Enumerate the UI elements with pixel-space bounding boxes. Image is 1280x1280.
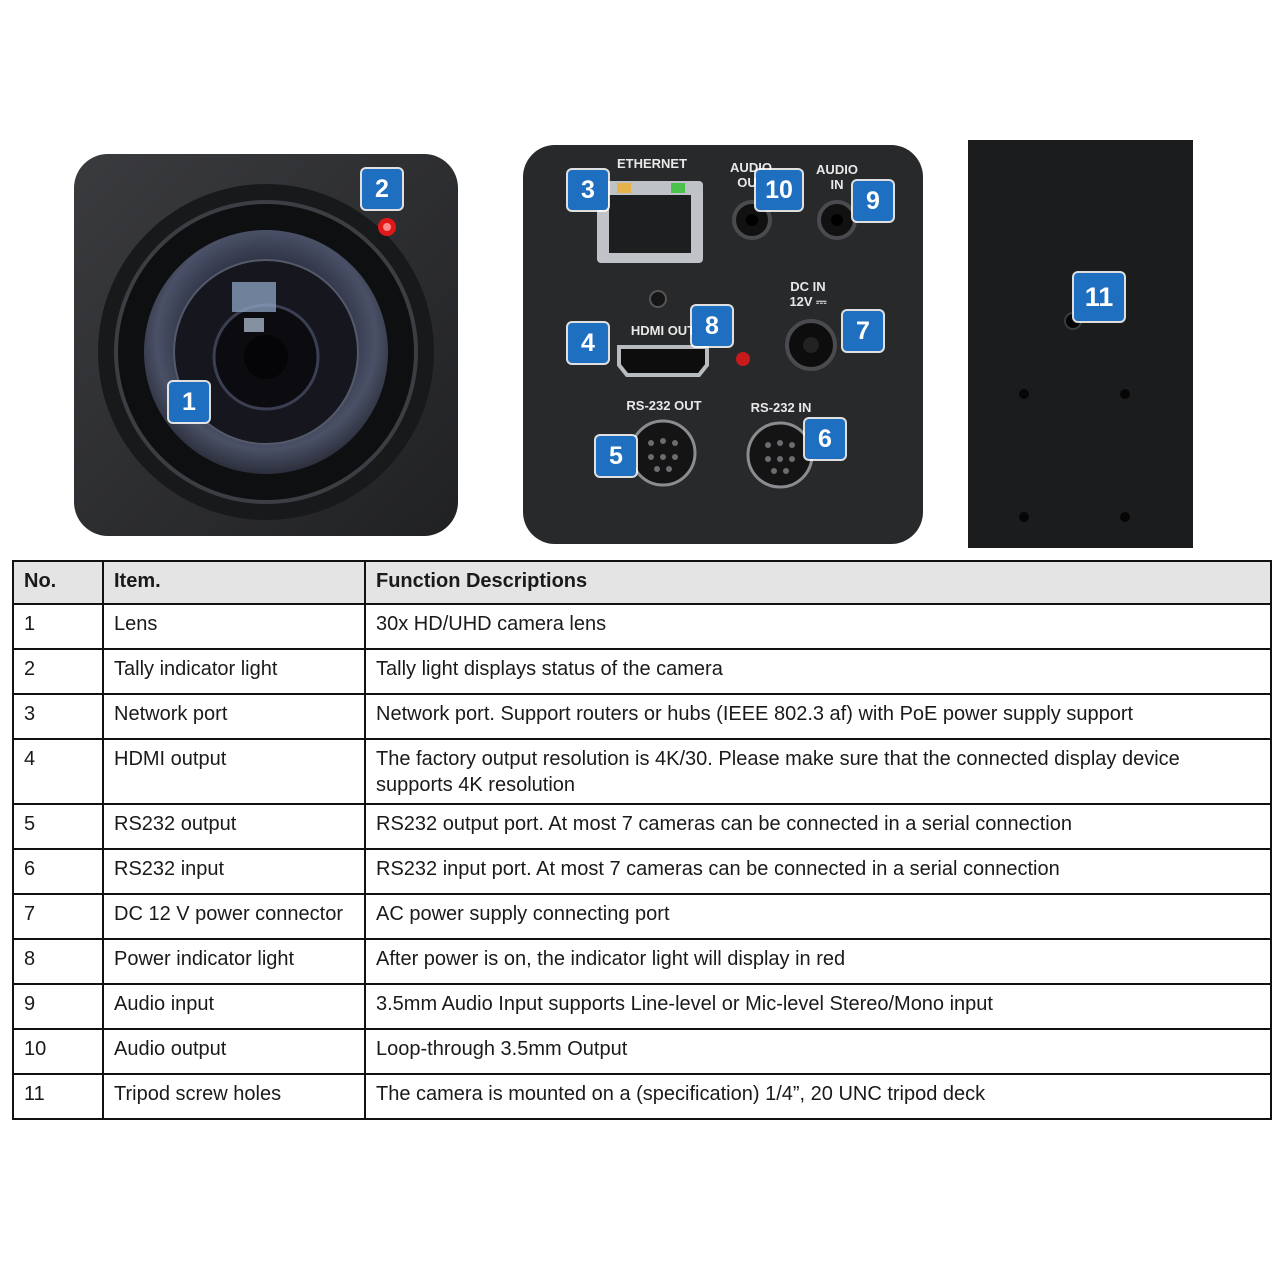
row-no: 1	[12, 603, 104, 650]
row-item: HDMI output	[102, 738, 366, 805]
hdmi-out-label: HDMI OUT	[630, 323, 696, 338]
row-no: 4	[12, 738, 104, 805]
power-indicator-light	[736, 352, 750, 366]
row-item: Network port	[102, 693, 366, 740]
row-description: RS232 output port. At most 7 cameras can…	[364, 803, 1272, 850]
row-description: RS232 input port. At most 7 cameras can …	[364, 848, 1272, 895]
row-no: 2	[12, 648, 104, 695]
callout-11: 11	[1074, 273, 1124, 321]
row-item: Tripod screw holes	[102, 1073, 366, 1120]
callout-10: 10	[756, 170, 802, 210]
table-row: 11 Tripod screw holes The camera is moun…	[12, 1073, 1272, 1120]
camera-bottom-illustration	[968, 140, 1193, 548]
row-description: The camera is mounted on a (specificatio…	[364, 1073, 1272, 1120]
function-table: No. Item. Function Descriptions 1 Lens 3…	[12, 560, 1272, 1120]
callout-3: 3	[568, 170, 608, 210]
table-header-row: No. Item. Function Descriptions	[12, 560, 1272, 605]
row-no: 9	[12, 983, 104, 1030]
rs232-out-port	[629, 419, 697, 487]
table-row: 8 Power indicator light After power is o…	[12, 938, 1272, 985]
callout-8: 8	[692, 306, 732, 346]
dc-in-label: DC IN 12V ⎓	[789, 279, 827, 309]
hdmi-port	[617, 345, 709, 377]
callout-6: 6	[805, 419, 845, 459]
row-no: 6	[12, 848, 104, 895]
audio-in-label: AUDIO IN	[816, 162, 858, 192]
row-no: 8	[12, 938, 104, 985]
row-description: The factory output resolution is 4K/30. …	[364, 738, 1272, 805]
row-description: After power is on, the indicator light w…	[364, 938, 1272, 985]
table-row: 2 Tally indicator light Tally light disp…	[12, 648, 1272, 695]
row-no: 5	[12, 803, 104, 850]
header-item: Item.	[102, 560, 366, 605]
table-row: 3 Network port Network port. Support rou…	[12, 693, 1272, 740]
callout-9: 9	[853, 181, 893, 221]
camera-bottom-view	[968, 140, 1193, 548]
row-item: RS232 output	[102, 803, 366, 850]
table-row: 6 RS232 input RS232 input port. At most …	[12, 848, 1272, 895]
row-item: Lens	[102, 603, 366, 650]
callout-4: 4	[568, 323, 608, 363]
rs232-in-label: RS-232 IN	[750, 400, 812, 415]
table-row: 1 Lens 30x HD/UHD camera lens	[12, 603, 1272, 650]
callout-2: 2	[362, 169, 402, 209]
table-row: 9 Audio input 3.5mm Audio Input supports…	[12, 983, 1272, 1030]
row-item: Tally indicator light	[102, 648, 366, 695]
camera-front-view	[72, 152, 460, 538]
row-description: Loop-through 3.5mm Output	[364, 1028, 1272, 1075]
ethernet-label: ETHERNET	[616, 156, 688, 171]
row-description: Tally light displays status of the camer…	[364, 648, 1272, 695]
row-description: AC power supply connecting port	[364, 893, 1272, 940]
row-description: Network port. Support routers or hubs (I…	[364, 693, 1272, 740]
row-item: Audio output	[102, 1028, 366, 1075]
bottom-plate	[968, 140, 1193, 548]
row-item: Power indicator light	[102, 938, 366, 985]
row-description: 3.5mm Audio Input supports Line-level or…	[364, 983, 1272, 1030]
row-item: Audio input	[102, 983, 366, 1030]
row-no: 10	[12, 1028, 104, 1075]
table-row: 4 HDMI output The factory output resolut…	[12, 738, 1272, 805]
row-item: RS232 input	[102, 848, 366, 895]
row-no: 11	[12, 1073, 104, 1120]
row-description: 30x HD/UHD camera lens	[364, 603, 1272, 650]
callout-7: 7	[843, 311, 883, 351]
rs232-in-port	[746, 421, 814, 489]
rs232-out-label: RS-232 OUT	[626, 398, 702, 413]
table-row: 5 RS232 output RS232 output port. At mos…	[12, 803, 1272, 850]
row-item: DC 12 V power connector	[102, 893, 366, 940]
callout-5: 5	[596, 436, 636, 476]
row-no: 7	[12, 893, 104, 940]
row-no: 3	[12, 693, 104, 740]
header-no: No.	[12, 560, 104, 605]
callout-1: 1	[169, 382, 209, 422]
header-function: Function Descriptions	[364, 560, 1272, 605]
table-row: 7 DC 12 V power connector AC power suppl…	[12, 893, 1272, 940]
camera-front-illustration	[74, 154, 458, 536]
table-row: 10 Audio output Loop-through 3.5mm Outpu…	[12, 1028, 1272, 1075]
